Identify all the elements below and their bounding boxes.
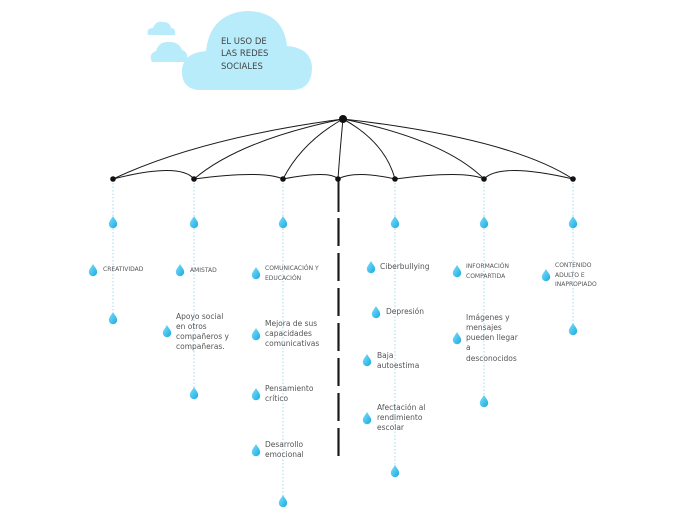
item-depresion: Depresión [386,307,425,316]
water-drop-icon [175,264,185,277]
branch-label-ciberbullying: Ciberbullying [380,262,430,271]
canopy-scallop-6 [483,170,574,180]
water-drop-icon [278,216,288,229]
canopy-scallop-1 [112,170,195,180]
canopy-node-3 [280,176,286,182]
water-drop-icon [108,216,118,229]
branch-label-comunicacion: COMUNICACIÓN Y EDUCACIÓN [265,265,319,282]
cloud-icon-small [147,21,176,35]
water-drop-icon [278,495,288,508]
water-drop-icon [251,328,261,341]
canopy-node-1 [110,176,116,182]
item-desarrollo-emocional: Desarrollo emocional [265,440,304,460]
cloud-icon-medium [150,41,188,62]
water-drop-icon [251,388,261,401]
water-drop-icon [189,216,199,229]
item-baja-autoestima: Baja autoestima [377,351,420,371]
rib-2 [193,118,344,180]
canopy-node-2 [191,176,197,182]
water-drop-icon [479,216,489,229]
cloud-small-shape [147,21,176,35]
item-afectacion-rendimiento: Afectación al rendimiento escolar [377,403,426,433]
cloud-icon-main [181,11,312,90]
water-drop-icon [366,261,376,274]
rib-7 [342,118,574,180]
water-drop-icon [189,387,199,400]
water-drop-icon [390,465,400,478]
water-drop-icon [479,395,489,408]
rib-1 [112,118,344,180]
canopy-scallop-4 [337,174,396,180]
water-drop-icon [452,265,462,278]
item-mejora-capacidades: Mejora de sus capacidades comunicativas [265,319,320,349]
water-drop-icon [362,412,372,425]
umbrella-nodes [110,115,576,182]
cloud-main-shape [181,11,312,90]
canopy-node-4 [335,176,341,182]
rib-3 [282,118,344,180]
water-drop-icon [162,325,172,338]
branch-label-informacion: INFORMACIÓN COMPARTIDA [466,263,509,280]
branch-label-creatividad: CREATIVIDAD [103,266,144,273]
diagram-title: EL USO DE LAS REDES SOCIALES [221,37,269,72]
branch-label-contenido: CONTENIDO ADULTO E INAPROPIADO [555,262,597,289]
water-drop-icon [371,306,381,319]
rib-4 [337,118,344,180]
item-imagenes-mensajes: Imágenes y mensajes pueden llegar a desc… [466,313,518,363]
canopy-scallop-2 [193,174,284,180]
water-drop-icon [362,354,372,367]
water-drop-icon [541,269,551,282]
water-drop-icon [568,323,578,336]
canopy-node-6 [481,176,487,182]
cloud-medium-shape [150,41,188,62]
canopy-node-7 [570,176,576,182]
water-drop-icon [390,216,400,229]
rib-6 [342,118,485,180]
item-pensamiento-critico: Pensamiento crítico [265,384,314,404]
water-drop-icon [568,216,578,229]
water-drop-icon [88,264,98,277]
water-drop-icon [108,312,118,325]
water-drop-icon [251,267,261,280]
item-apoyo-social: Apoyo social en otros compañeros y compa… [176,312,229,352]
water-drop-icon [452,332,462,345]
rib-5 [342,118,396,180]
umbrella-frame [112,118,574,461]
branch-label-amistad: AMISTAD [190,267,217,274]
water-drop-icon [251,444,261,457]
canopy-scallop-3 [282,174,339,180]
canopy-node-5 [392,176,398,182]
canopy-scallop-5 [394,174,485,180]
umbrella-top-node [339,115,347,123]
